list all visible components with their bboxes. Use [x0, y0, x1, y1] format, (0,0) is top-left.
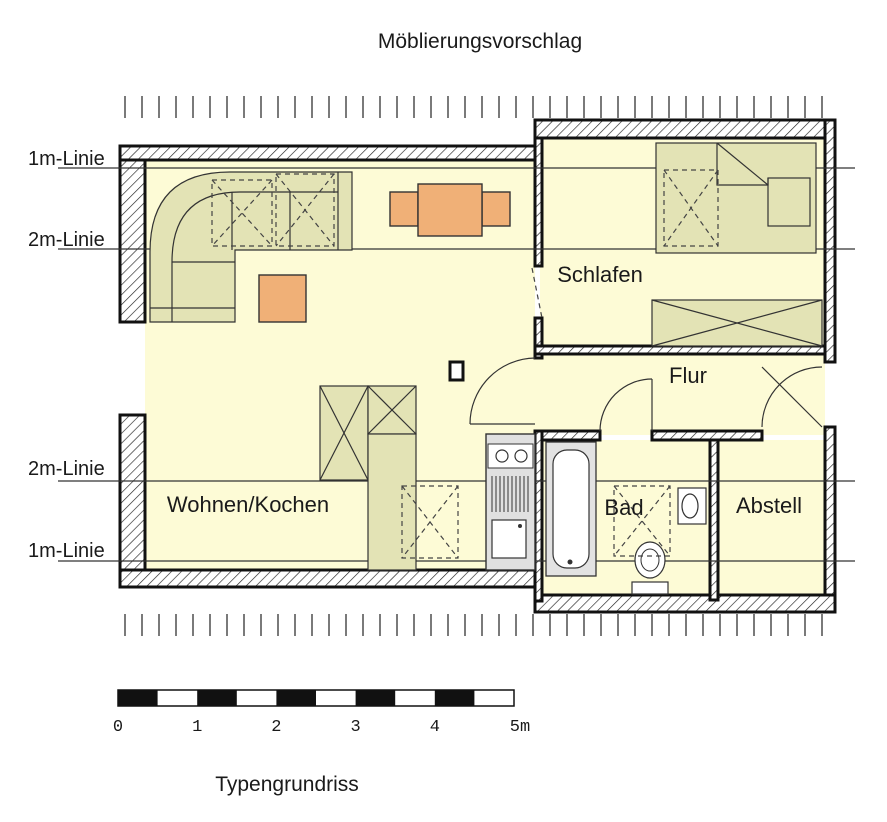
scale-bar-ticks: 0 1 2 3 4 5m [113, 718, 530, 737]
washbasin [677, 487, 707, 525]
corner-sofa [149, 171, 353, 323]
diagram-subtitle: Typengrundriss [215, 773, 359, 796]
line-label-top-1m: 1m-Linie [28, 148, 105, 170]
room-label-schlafen: Schlafen [557, 262, 643, 287]
scale-tick-label: 3 [350, 718, 360, 737]
scale-tick-label: 5m [510, 718, 530, 737]
doors [469, 267, 823, 432]
line-label-top-2m: 2m-Linie [28, 229, 105, 251]
bath-free-space [613, 485, 671, 557]
scale-tick-label: 2 [271, 718, 281, 737]
roof-slope-hatches-top [124, 96, 823, 118]
kitchen-cabinets [319, 385, 459, 571]
room-label-flur: Flur [669, 363, 707, 388]
wardrobe [651, 299, 823, 347]
room-label-wohnen: Wohnen/Kochen [167, 492, 329, 517]
diagram-title: Möblierungsvorschlag [378, 30, 582, 53]
roof-slope-hatches-bottom [124, 614, 823, 636]
scale-tick-label: 0 [113, 718, 123, 737]
toilet [631, 541, 669, 595]
room-label-bad: Bad [604, 495, 643, 520]
kitchenette [485, 433, 536, 571]
line-label-bottom-1m: 1m-Linie [28, 540, 105, 562]
scale-bar [117, 689, 515, 707]
walls [118, 118, 837, 614]
side-table [258, 274, 307, 323]
scale-tick-label: 1 [192, 718, 202, 737]
room-label-abstell: Abstell [736, 493, 802, 518]
scale-tick-label: 4 [430, 718, 440, 737]
dining-table [389, 183, 511, 237]
bathtub [545, 441, 597, 577]
line-label-bottom-2m: 2m-Linie [28, 458, 105, 480]
bed [655, 142, 817, 254]
